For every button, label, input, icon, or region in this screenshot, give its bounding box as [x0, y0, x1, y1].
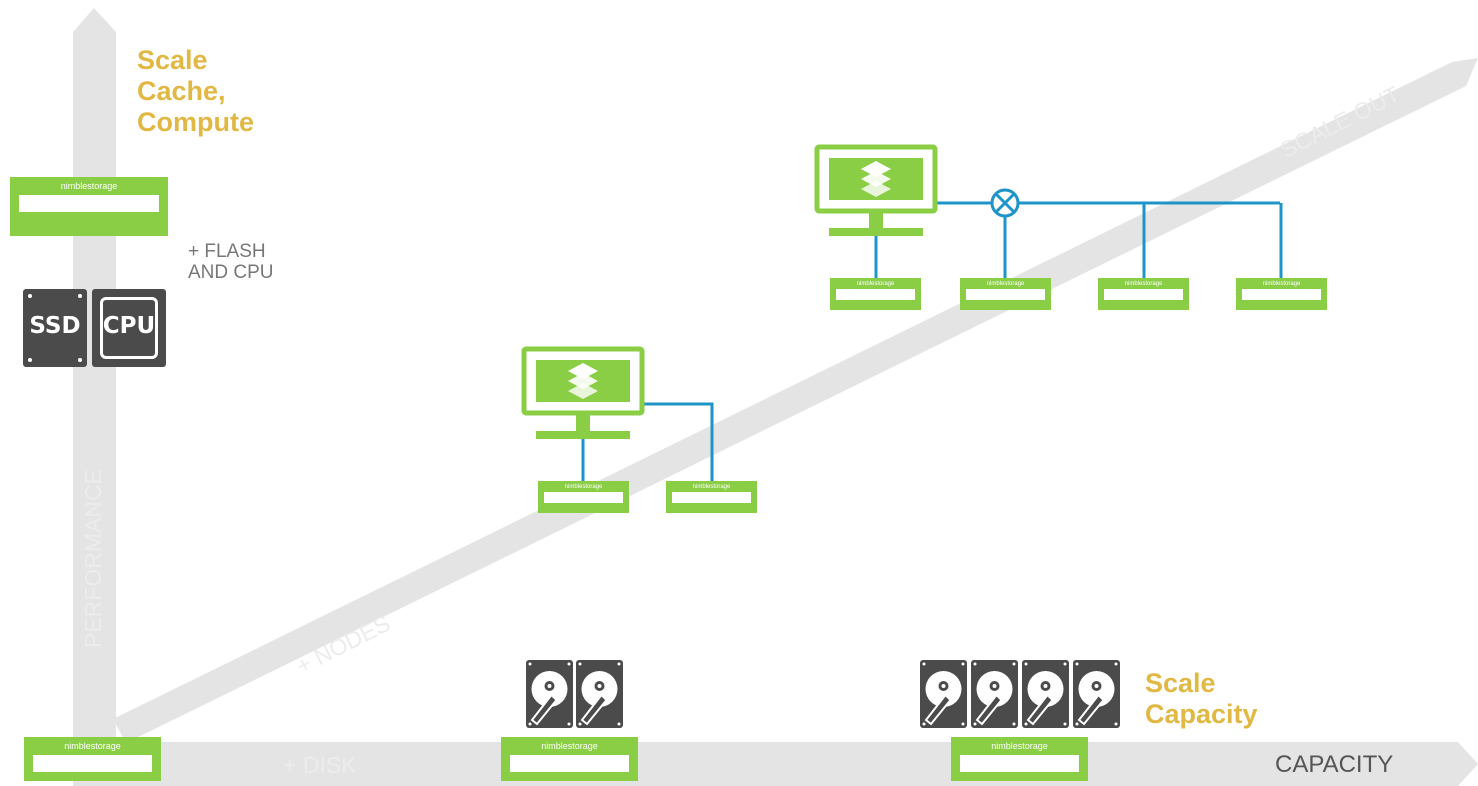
hard-disk-icon [576, 660, 623, 728]
hard-disk-icon [526, 660, 573, 728]
array-brand-label: nimblestorage [692, 484, 731, 490]
hard-disk-icon [1022, 660, 1069, 728]
scale-out-axis [113, 58, 1478, 743]
array-brand-label: nimblestorage [64, 741, 121, 751]
management-console-icon [814, 144, 938, 236]
ssd-chip-label: SSD [29, 313, 81, 339]
array-brand-label: nimblestorage [991, 741, 1048, 751]
storage-array: nimblestorage [501, 737, 638, 781]
hard-disk-icon [1073, 660, 1120, 728]
performance-axis-label: PERFORMANCE [80, 469, 106, 648]
storage-array: nimblestorage [1098, 278, 1189, 310]
hard-disk-icon [971, 660, 1018, 728]
disk-axis-label: + DISK [283, 752, 357, 778]
storage-array: nimblestorage [1236, 278, 1327, 310]
cpu-chip-label: CPU [102, 313, 156, 339]
array-brand-label: nimblestorage [856, 281, 895, 287]
storage-array: nimblestorage [24, 737, 161, 781]
ssd-chip-icon: SSD [23, 289, 87, 367]
storage-array: nimblestorage [10, 177, 168, 236]
cpu-chip-icon: CPU [92, 289, 166, 367]
storage-array: nimblestorage [538, 481, 629, 513]
storage-array: nimblestorage [666, 481, 757, 513]
network-switch-icon [990, 188, 1020, 218]
array-brand-label: nimblestorage [564, 484, 603, 490]
hard-disk-icon [920, 660, 967, 728]
array-brand-label: nimblestorage [541, 741, 598, 751]
capacity-axis [95, 742, 1478, 786]
scale-cache-heading: Scale Cache, Compute [137, 45, 254, 137]
management-console-icon [521, 346, 645, 439]
array-brand-label: nimblestorage [60, 181, 118, 191]
array-brand-label: nimblestorage [986, 281, 1025, 287]
storage-array: nimblestorage [960, 278, 1051, 310]
flash-cpu-note: + FLASH AND CPU [188, 241, 274, 283]
array-brand-label: nimblestorage [1262, 281, 1301, 287]
capacity-axis-label: CAPACITY [1275, 751, 1394, 778]
array-brand-label: nimblestorage [1124, 281, 1163, 287]
storage-array: nimblestorage [830, 278, 921, 310]
disk-group-4 [920, 660, 1120, 728]
disk-group-2 [526, 660, 623, 728]
storage-array: nimblestorage [951, 737, 1088, 781]
performance-axis [73, 8, 116, 786]
scale-capacity-heading: Scale Capacity [1145, 668, 1258, 729]
